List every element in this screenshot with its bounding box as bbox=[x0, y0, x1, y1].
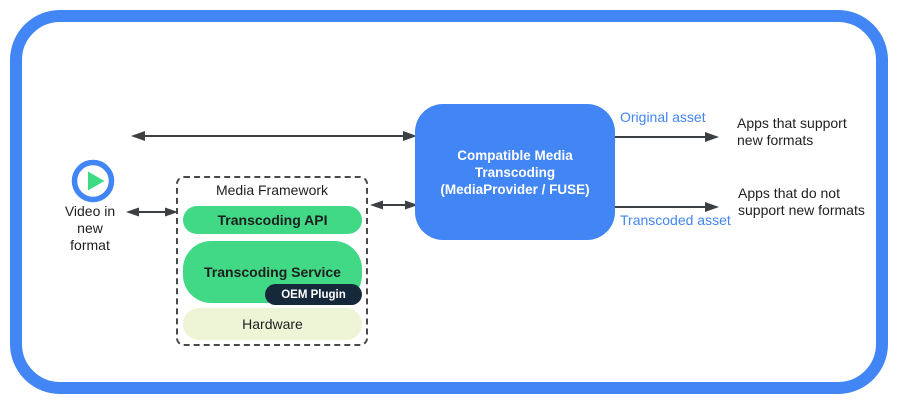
arrow-original-asset bbox=[615, 132, 719, 142]
apps-not-support-label: Apps that do not support new formats bbox=[738, 185, 865, 218]
source-video-label: Video in new format bbox=[64, 203, 116, 253]
arrow-transcoded-asset bbox=[615, 202, 719, 212]
hardware-pill: Hardware bbox=[183, 308, 362, 340]
play-icon bbox=[71, 159, 115, 203]
transcoding-api-pill: Transcoding API bbox=[183, 206, 362, 234]
media-framework-title: Media Framework bbox=[215, 182, 329, 198]
arrow-video-to-framework bbox=[126, 207, 178, 217]
compatible-media-transcoding-box: Compatible Media Transcoding (MediaProvi… bbox=[415, 104, 615, 240]
arrow-source-to-transcoding bbox=[131, 131, 417, 141]
diagram-outer-frame bbox=[10, 10, 888, 394]
original-asset-label: Original asset bbox=[620, 109, 706, 125]
media-framework-box bbox=[176, 176, 368, 346]
transcoded-asset-label: Transcoded asset bbox=[620, 212, 731, 228]
apps-support-label: Apps that support new formats bbox=[737, 115, 847, 148]
arrow-framework-to-transcoding bbox=[370, 200, 418, 210]
oem-plugin-pill: OEM Plugin bbox=[265, 284, 362, 305]
